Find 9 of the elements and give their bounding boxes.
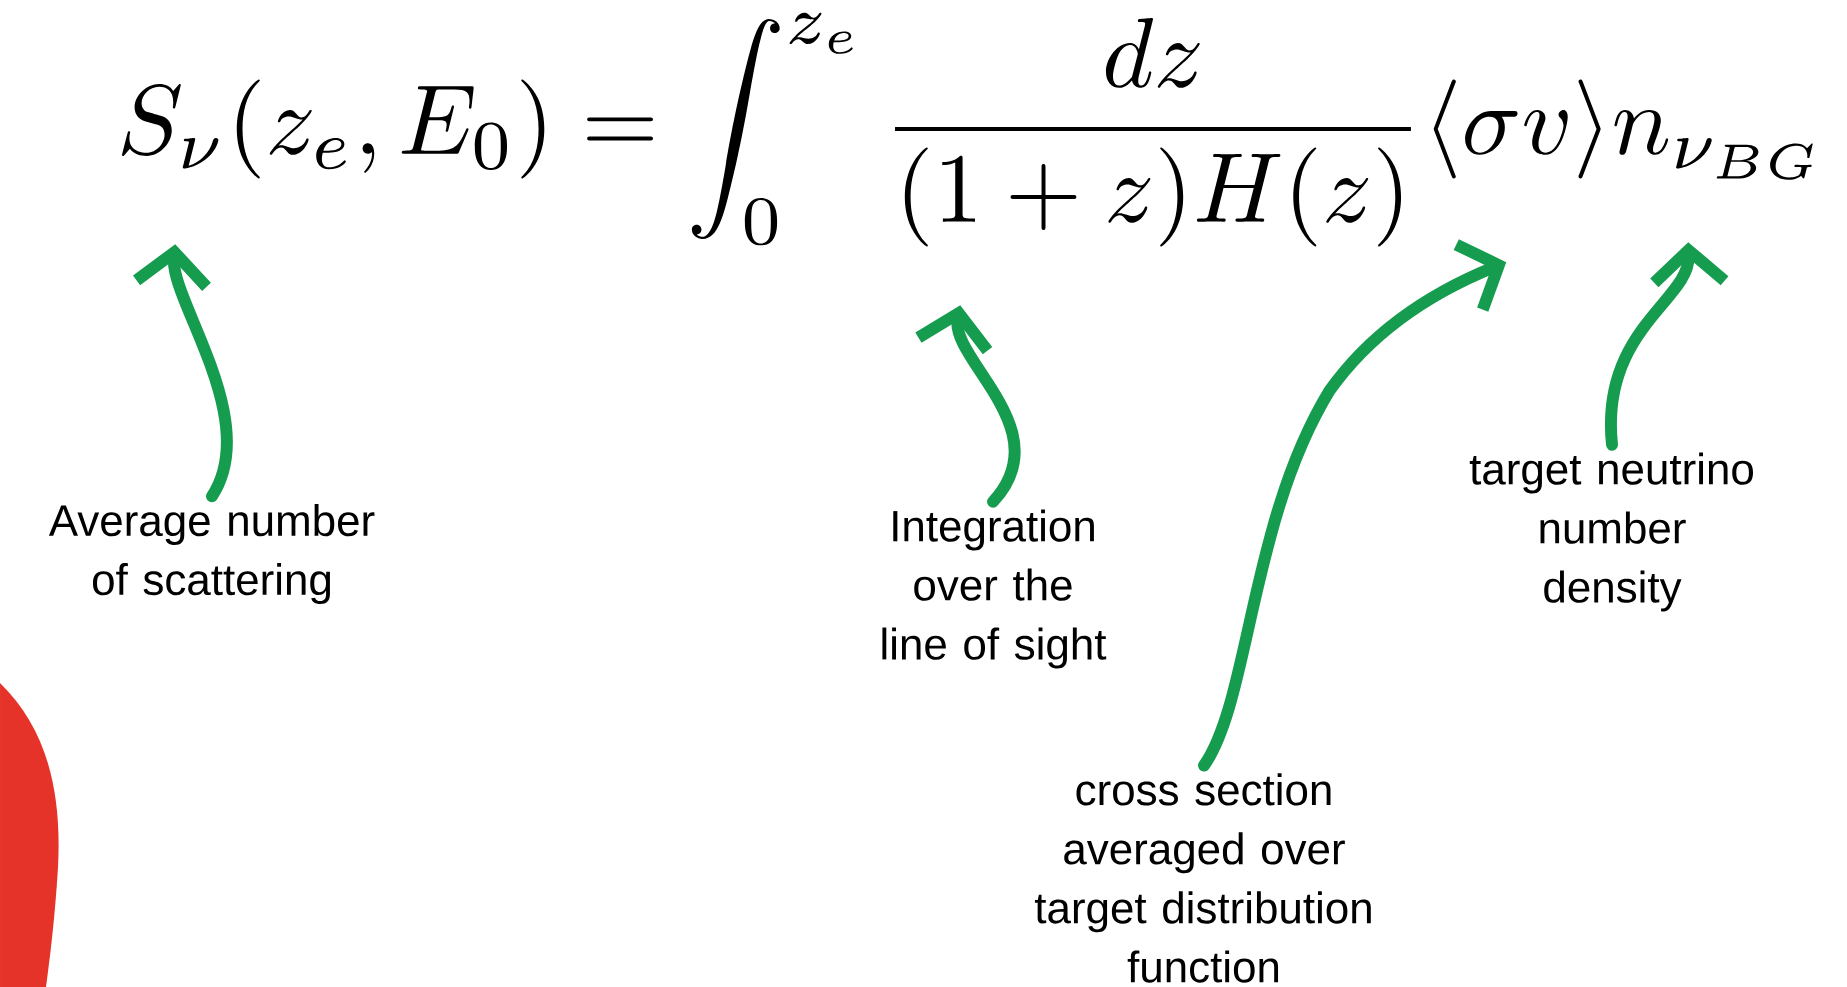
annotation-text: cross section averaged over target distribution function [1034,773,1371,983]
annotation-text: Integration over the line of sight [882,509,1107,669]
leader-arrow [1605,242,1729,451]
annotation-text: target neutrino number density [1469,452,1753,612]
leader-arrow [133,244,233,503]
annotation-text: Average number of scattering [48,503,375,604]
equation: $S_\nu(z_e,E_0)=\int_0^{z_e}\frac{dz}{(1+z)H(z)}\langle\sigma v\rangle n_{\nu_{BG}}$ [122,12,1813,247]
leader-arrow [915,305,1021,508]
leader-arrow [1198,239,1507,772]
